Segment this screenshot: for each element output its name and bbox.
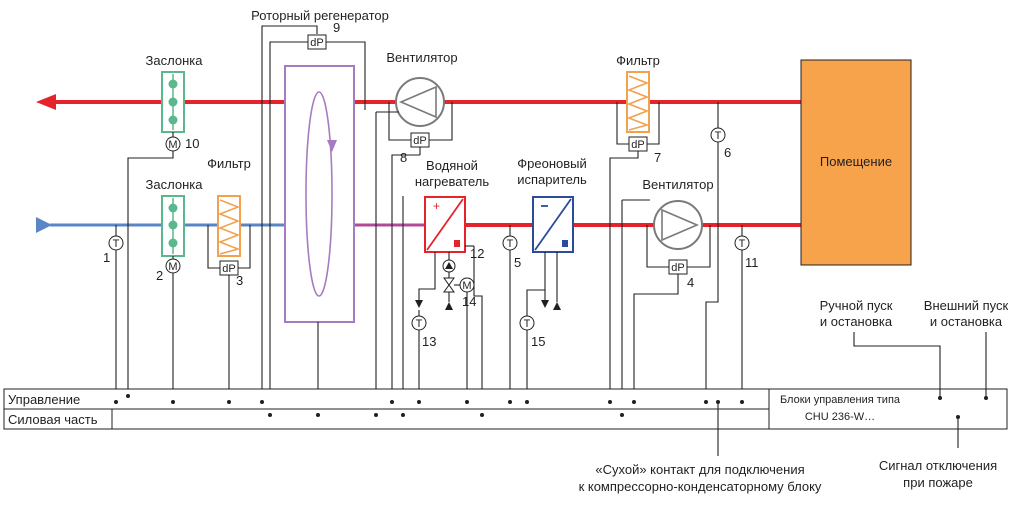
supply-arrow-in	[36, 217, 52, 233]
label-4: 4	[687, 275, 694, 290]
dp-sensor-9	[307, 34, 327, 50]
label-1: 1	[103, 250, 110, 265]
label-10: 10	[185, 136, 199, 151]
dry-contact-label-1: «Сухой» контакт для подключения	[595, 462, 804, 477]
rotor-arrow-icon	[327, 140, 337, 152]
damper-bottom-label: Заслонка	[146, 177, 204, 192]
exhaust-arrow-left	[36, 94, 56, 110]
svg-text:T: T	[113, 238, 120, 250]
label-8: 8	[400, 150, 407, 165]
heater-plus: +	[433, 199, 440, 213]
svg-text:dP: dP	[671, 262, 684, 274]
filter-right	[626, 71, 650, 133]
room-box	[800, 59, 912, 266]
label-3: 3	[236, 273, 243, 288]
control-units-label-2: CHU 236-W…	[805, 411, 875, 423]
label-5: 5	[514, 255, 521, 270]
svg-text:T: T	[416, 318, 423, 330]
evaporator-label-1: Фреоновый	[517, 156, 587, 171]
rotary-regenerator	[284, 65, 355, 323]
damper-top-label: Заслонка	[146, 53, 204, 68]
evaporator-label-2: испаритель	[517, 172, 587, 187]
label-6: 6	[724, 145, 731, 160]
dp9-wire-right	[325, 41, 366, 110]
svg-text:T: T	[524, 318, 531, 330]
svg-text:dP: dP	[631, 139, 644, 151]
power-row-label: Силовая часть	[8, 412, 98, 427]
fire-signal-label-1: Сигнал отключения	[879, 458, 997, 473]
valve-icon	[443, 277, 455, 286]
svg-text:T: T	[507, 238, 514, 250]
fan-bottom	[653, 200, 703, 250]
filter-left	[217, 195, 241, 257]
rotor-rotation-icon	[305, 91, 333, 297]
svg-text:M: M	[462, 280, 471, 292]
svg-text:M: M	[168, 261, 177, 273]
svg-text:T: T	[739, 238, 746, 250]
label-15: 15	[531, 334, 545, 349]
svg-text:dP: dP	[413, 135, 426, 147]
bus-dots	[114, 394, 988, 419]
svg-text:T: T	[715, 130, 722, 142]
svg-text:M: M	[168, 139, 177, 151]
manual-start-label-1: Ручной пуск	[820, 298, 893, 313]
external-start-label-2: и остановка	[930, 314, 1003, 329]
control-row-label: Управление	[8, 392, 80, 407]
dry-contact-label-2: к компрессорно-конденсаторному блоку	[579, 479, 822, 494]
room-label: Помещение	[820, 154, 892, 169]
dp9-wire	[261, 25, 318, 322]
label-14: 14	[462, 294, 476, 309]
external-start-label-1: Внешний пуск	[924, 298, 1009, 313]
manual-start-label-2: и остановка	[820, 314, 893, 329]
fan-top-label: Вентилятор	[386, 50, 457, 65]
label-12: 12	[470, 246, 484, 261]
filter-right-label: Фильтр	[616, 53, 660, 68]
rotor-label: Роторный регенератор	[251, 8, 389, 23]
label-9: 9	[333, 20, 340, 35]
water-heater-label-1: Водяной	[426, 158, 478, 173]
label-11: 11	[745, 255, 759, 270]
svg-text:dP: dP	[222, 263, 235, 275]
dp9-glyph: dP	[310, 37, 323, 49]
label-7: 7	[654, 150, 661, 165]
label-2: 2	[156, 268, 163, 283]
fan-bottom-label: Вентилятор	[642, 177, 713, 192]
water-heater-label-2: нагреватель	[415, 174, 490, 189]
fan-top	[395, 77, 445, 127]
fire-signal-label-2: при пожаре	[903, 475, 973, 490]
control-units-label-1: Блоки управления типа	[780, 394, 901, 406]
filter-left-label: Фильтр	[207, 156, 251, 171]
label-13: 13	[422, 334, 436, 349]
